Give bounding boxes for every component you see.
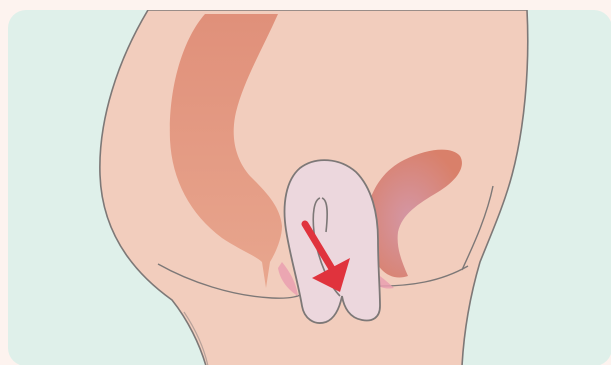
anatomy-illustration [0,0,611,365]
illustration-frame [0,0,611,365]
